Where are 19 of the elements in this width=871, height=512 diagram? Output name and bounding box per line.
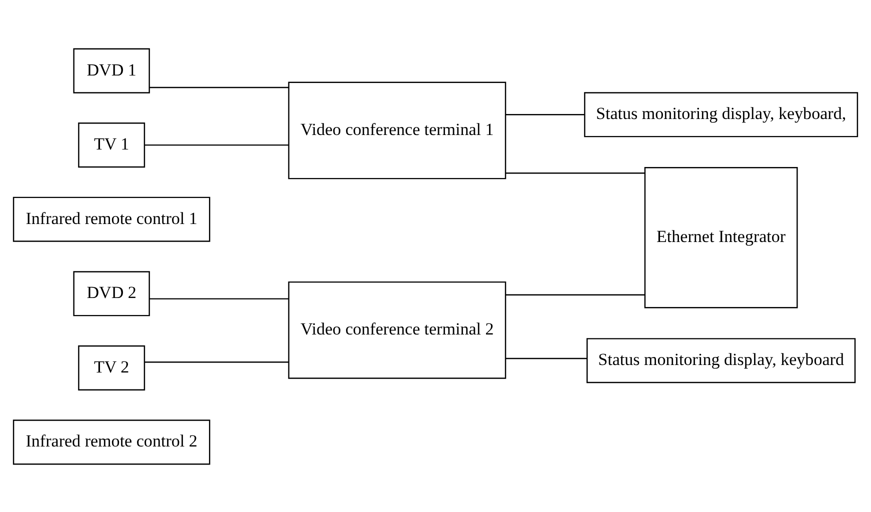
connector xyxy=(506,294,645,295)
connector xyxy=(506,114,584,115)
node-box: DVD 2 xyxy=(73,270,150,316)
connector xyxy=(144,361,288,362)
node-box: DVD 1 xyxy=(73,48,150,93)
connector xyxy=(150,86,288,88)
connector xyxy=(150,298,288,299)
node-box: Ethernet Integrator xyxy=(644,166,798,308)
node-box: Video conference terminal 1 xyxy=(288,81,506,179)
node-box: Status monitoring display, keyboard, xyxy=(584,92,858,137)
node-box: TV 1 xyxy=(78,122,146,168)
node-box: TV 2 xyxy=(78,344,146,390)
connector xyxy=(144,144,288,146)
node-box: Status monitoring display, keyboard xyxy=(586,338,856,383)
node-box: Infrared remote control 1 xyxy=(12,196,210,242)
connector xyxy=(506,357,587,359)
node-box: Video conference terminal 2 xyxy=(288,280,506,378)
connector xyxy=(506,172,645,174)
node-box: Infrared remote control 2 xyxy=(12,419,210,464)
